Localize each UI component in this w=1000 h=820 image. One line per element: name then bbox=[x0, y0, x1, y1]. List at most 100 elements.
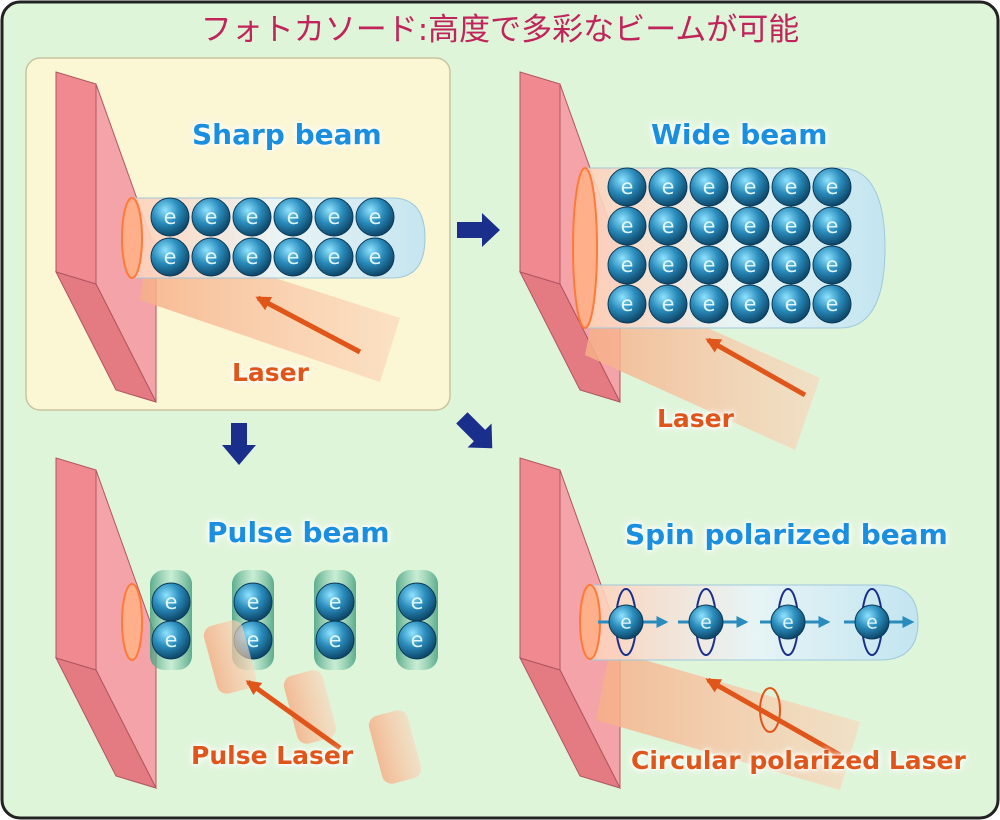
electron-wide bbox=[607, 245, 647, 285]
electron-wide bbox=[771, 167, 811, 207]
electron-wide bbox=[730, 167, 770, 207]
electron-sharp-symbol: e bbox=[287, 205, 300, 229]
electron-wide bbox=[771, 284, 811, 324]
electron-wide bbox=[607, 206, 647, 246]
spin-beam-emitter bbox=[579, 584, 601, 660]
electron-pulse-symbol: e bbox=[411, 628, 424, 652]
electron-sharp bbox=[191, 237, 231, 277]
electron-pulse-symbol: e bbox=[165, 628, 178, 652]
electron-pulse-symbol: e bbox=[247, 590, 260, 614]
electron-wide bbox=[771, 245, 811, 285]
electron-sharp-symbol: e bbox=[164, 205, 177, 229]
wide-cathode-front bbox=[519, 71, 561, 285]
page-title: フォトカソード:高度で多彩なビームが可能 bbox=[200, 12, 800, 48]
wide-laser-label: Laser bbox=[657, 404, 734, 433]
electron-wide-symbol: e bbox=[826, 253, 839, 277]
spin-beam-heading: Spin polarized beam bbox=[625, 518, 948, 551]
electron-sharp bbox=[273, 237, 313, 277]
electron-pulse bbox=[397, 620, 437, 660]
electron-sharp-symbol: e bbox=[205, 205, 218, 229]
electron-wide bbox=[607, 284, 647, 324]
electron-wide-symbol: e bbox=[662, 214, 675, 238]
electron-wide-symbol: e bbox=[703, 253, 716, 277]
sharp-laser-arrow bbox=[255, 295, 362, 355]
spin-laser-arrow bbox=[705, 677, 842, 758]
electron-wide-symbol: e bbox=[621, 175, 634, 199]
electron-pulse bbox=[151, 620, 191, 660]
electron-sharp-symbol: e bbox=[369, 205, 382, 229]
electron-wide bbox=[812, 245, 852, 285]
electron-wide bbox=[730, 206, 770, 246]
sharp-beam-heading: Sharp beam bbox=[192, 118, 382, 151]
electron-wide bbox=[648, 206, 688, 246]
electron-wide-symbol: e bbox=[744, 253, 757, 277]
electron-spin bbox=[854, 604, 890, 640]
electron-pulse-symbol: e bbox=[411, 590, 424, 614]
electron-sharp bbox=[150, 237, 190, 277]
electron-wide bbox=[771, 206, 811, 246]
electron-sharp-symbol: e bbox=[328, 205, 341, 229]
electron-wide-symbol: e bbox=[621, 292, 634, 316]
pulse-laser-segment bbox=[368, 710, 422, 784]
electron-wide-symbol: e bbox=[662, 253, 675, 277]
electron-pulse-symbol: e bbox=[329, 628, 342, 652]
pulse-beam-emitter bbox=[121, 583, 143, 661]
pulse-laser-segment bbox=[283, 670, 337, 744]
electron-sharp bbox=[273, 197, 313, 237]
spin-laser-beam bbox=[596, 650, 860, 790]
wide-beam-heading: Wide beam bbox=[651, 118, 828, 151]
electron-sharp bbox=[355, 197, 395, 237]
arrow-down-icon bbox=[222, 423, 256, 465]
electron-wide bbox=[689, 167, 729, 207]
electron-wide-symbol: e bbox=[826, 175, 839, 199]
wide-cathode-base bbox=[519, 271, 621, 403]
electron-sharp-symbol: e bbox=[287, 245, 300, 269]
electron-sharp-symbol: e bbox=[328, 245, 341, 269]
electron-wide bbox=[730, 284, 770, 324]
electron-wide-symbol: e bbox=[826, 214, 839, 238]
electron-wide bbox=[607, 167, 647, 207]
electron-spin-symbol: e bbox=[866, 612, 878, 633]
electron-wide bbox=[730, 245, 770, 285]
electron-pulse-symbol: e bbox=[165, 590, 178, 614]
arrow-right-icon bbox=[457, 213, 500, 247]
electron-sharp-symbol: e bbox=[369, 245, 382, 269]
electron-sharp bbox=[314, 237, 354, 277]
electron-wide-symbol: e bbox=[785, 292, 798, 316]
pulse-laser-segment bbox=[203, 620, 257, 694]
electron-pulse-symbol: e bbox=[329, 590, 342, 614]
electron-wide bbox=[812, 206, 852, 246]
pulse-cathode-base bbox=[55, 657, 157, 789]
electron-wide-symbol: e bbox=[744, 214, 757, 238]
electron-pulse bbox=[315, 620, 355, 660]
electron-spin-symbol: e bbox=[700, 612, 712, 633]
electron-spin-symbol: e bbox=[782, 612, 794, 633]
electron-wide-symbol: e bbox=[785, 253, 798, 277]
pulse-beam-heading: Pulse beam bbox=[207, 516, 390, 549]
electron-wide-symbol: e bbox=[744, 175, 757, 199]
electron-sharp-symbol: e bbox=[164, 245, 177, 269]
electron-wide-symbol: e bbox=[662, 292, 675, 316]
electron-sharp bbox=[150, 197, 190, 237]
electron-wide-symbol: e bbox=[785, 175, 798, 199]
electron-sharp-symbol: e bbox=[246, 245, 259, 269]
electron-sharp bbox=[355, 237, 395, 277]
electron-wide bbox=[689, 206, 729, 246]
electron-wide bbox=[648, 167, 688, 207]
electron-wide bbox=[812, 167, 852, 207]
electron-wide-symbol: e bbox=[744, 292, 757, 316]
electron-wide-symbol: e bbox=[621, 253, 634, 277]
electron-sharp-symbol: e bbox=[246, 205, 259, 229]
electron-sharp bbox=[314, 197, 354, 237]
electron-wide-symbol: e bbox=[785, 214, 798, 238]
electron-wide-symbol: e bbox=[703, 175, 716, 199]
electron-wide bbox=[648, 284, 688, 324]
spin-laser-label: Circular polarized Laser bbox=[631, 746, 966, 775]
electron-spin bbox=[770, 604, 806, 640]
electron-sharp bbox=[232, 197, 272, 237]
sharp-cathode-front bbox=[55, 71, 97, 285]
wide-laser-arrow bbox=[705, 337, 807, 398]
pulse-cathode-front bbox=[55, 457, 97, 671]
